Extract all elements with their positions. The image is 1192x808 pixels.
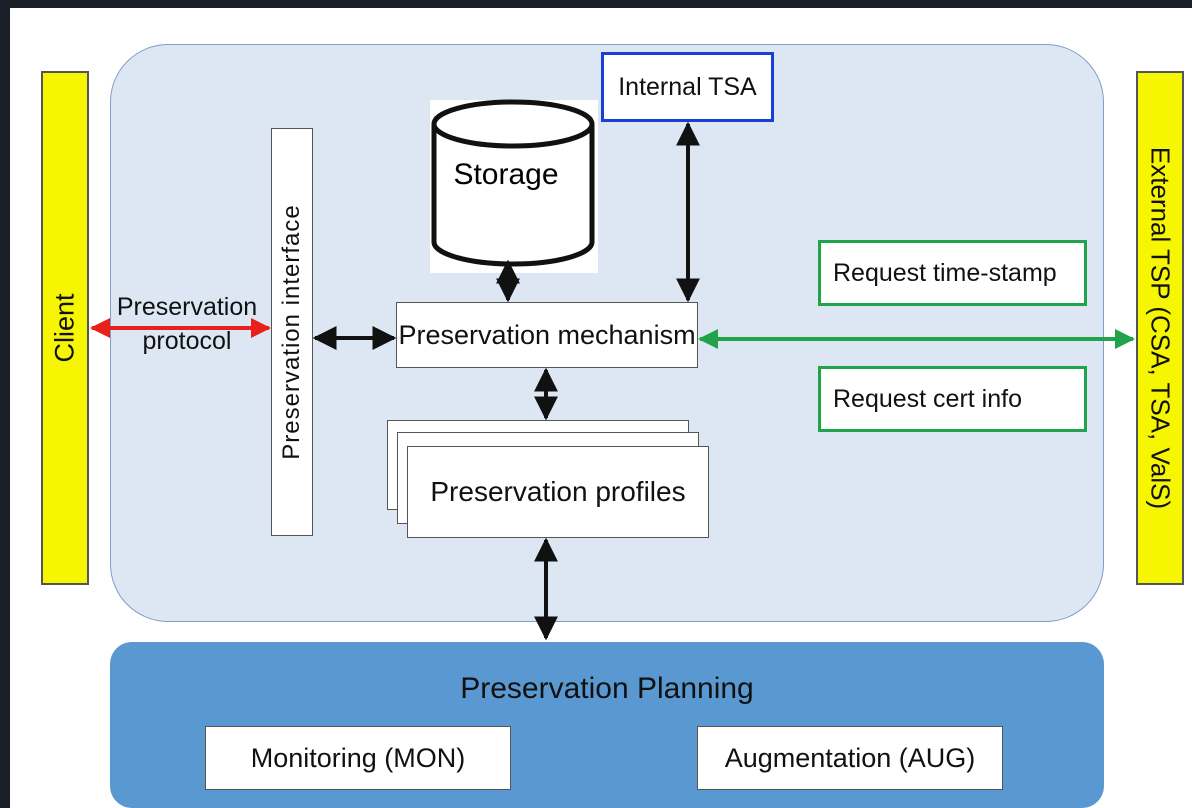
client-bar: Client xyxy=(41,71,89,585)
storage-label: Storage xyxy=(453,158,558,191)
preservation-mechanism-label: Preservation mechanism xyxy=(398,319,696,350)
storage-cylinder-icon xyxy=(431,99,595,267)
request-time-stamp-box: Request time-stamp xyxy=(818,240,1087,306)
augmentation-label: Augmentation (AUG) xyxy=(724,742,976,773)
monitoring-box: Monitoring (MON) xyxy=(205,726,511,790)
monitoring-label: Monitoring (MON) xyxy=(250,742,466,773)
augmentation-box: Augmentation (AUG) xyxy=(697,726,1003,790)
external-tsp-bar: External TSP (CSA, TSA, ValS) xyxy=(1136,71,1184,585)
internal-tsa-label: Internal TSA xyxy=(618,72,757,101)
diagram-connectors: Storage xyxy=(90,99,1135,641)
preservation-interface-box: Preservation interface xyxy=(271,128,313,536)
preservation-protocol-label: Preservation protocol xyxy=(116,293,258,355)
request-cert-info-box: Request cert info xyxy=(818,366,1087,432)
preservation-profiles-label: Preservation profiles xyxy=(430,476,686,507)
preservation-planning-title: Preservation Planning xyxy=(460,672,754,705)
request-cert-info-label: Request cert info xyxy=(833,384,1022,413)
diagram-canvas: Client External TSP (CSA, TSA, ValS) Pre… xyxy=(10,8,1192,808)
preservation-mechanism-box: Preservation mechanism xyxy=(396,302,698,368)
internal-tsa-box: Internal TSA xyxy=(601,52,774,122)
request-time-stamp-label: Request time-stamp xyxy=(833,258,1057,287)
preservation-profiles-box: Preservation profiles xyxy=(407,446,709,538)
